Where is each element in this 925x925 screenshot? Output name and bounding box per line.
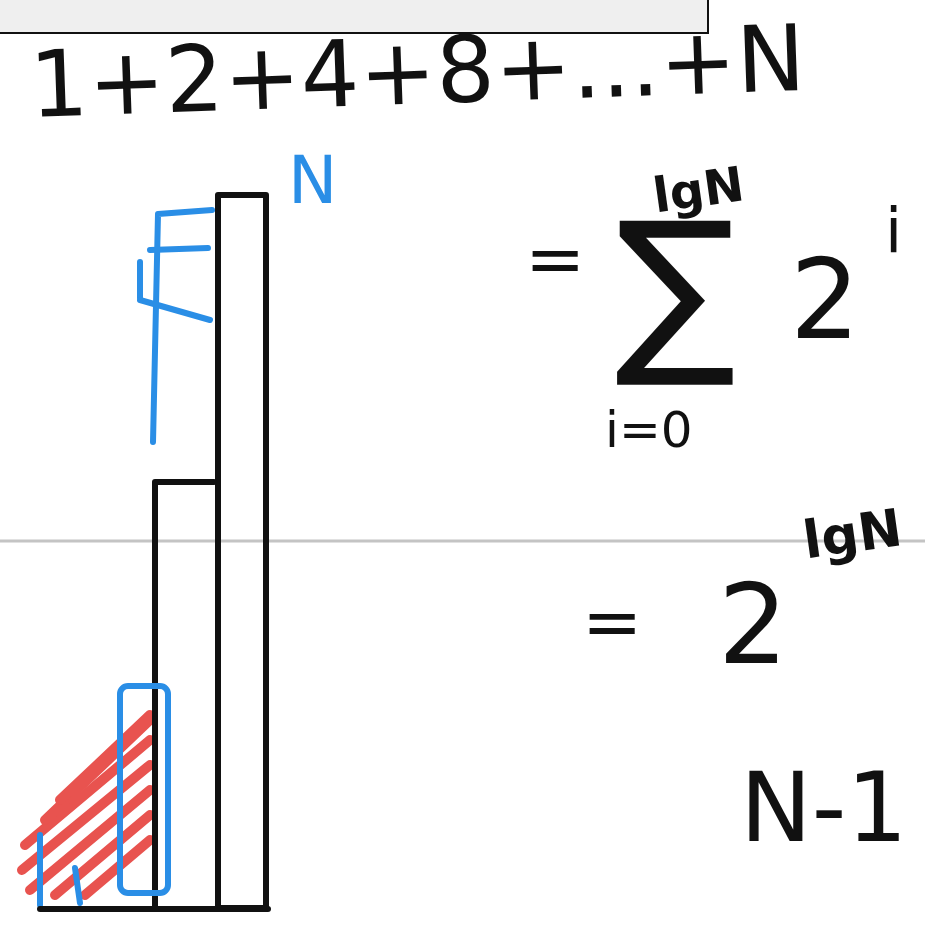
handwritten-label: = bbox=[525, 222, 585, 294]
handwritten-label: = bbox=[582, 585, 642, 657]
handwritten-label: i bbox=[885, 200, 902, 262]
note-panel bbox=[0, 0, 925, 540]
tall-bar bbox=[218, 195, 266, 908]
handwritten-label: ∑ bbox=[615, 198, 736, 378]
blue-strokes bbox=[40, 210, 212, 905]
handwritten-label: i=0 bbox=[605, 405, 693, 455]
handwritten-label: N bbox=[288, 148, 337, 214]
small-bar bbox=[120, 686, 168, 893]
handwritten-label: N-1 bbox=[740, 760, 908, 856]
middle-bar bbox=[155, 482, 214, 906]
baseline bbox=[40, 906, 268, 912]
handwritten-label: 1+2+4+8+...+N bbox=[28, 13, 807, 132]
panel-shadow bbox=[0, 540, 925, 543]
handwritten-label: 2 bbox=[718, 570, 788, 680]
handwritten-label: 2 bbox=[790, 245, 860, 355]
handwritten-label: lgN bbox=[800, 501, 905, 566]
